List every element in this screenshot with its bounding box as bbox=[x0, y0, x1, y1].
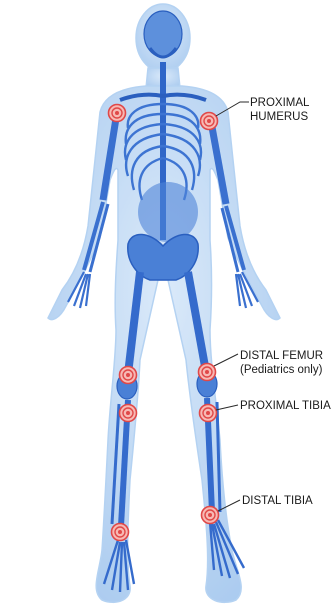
label-distal-femur-line1: DISTAL FEMUR bbox=[240, 350, 323, 362]
abdomen-organs bbox=[138, 182, 198, 242]
target-proximal-humerus-left bbox=[201, 113, 218, 130]
callout-labels: PROXIMAL HUMERUS DISTAL FEMUR (Pediatric… bbox=[240, 97, 331, 507]
label-proximal-humerus-line1: PROXIMAL bbox=[250, 97, 310, 109]
label-proximal-tibia: PROXIMAL TIBIA bbox=[240, 400, 331, 412]
label-distal-femur-line2: (Pediatrics only) bbox=[240, 364, 323, 376]
target-proximal-tibia-left bbox=[200, 405, 217, 422]
target-distal-femur-left bbox=[199, 364, 216, 381]
label-proximal-humerus-line2: HUMERUS bbox=[250, 111, 308, 123]
target-distal-tibia-right bbox=[112, 524, 129, 541]
target-proximal-tibia-right bbox=[120, 405, 137, 422]
leader-distal-femur bbox=[214, 354, 238, 366]
target-distal-tibia-left bbox=[202, 507, 219, 524]
target-distal-femur-right bbox=[120, 367, 137, 384]
target-proximal-humerus-right bbox=[109, 105, 126, 122]
label-distal-tibia: DISTAL TIBIA bbox=[242, 495, 313, 507]
leader-proximal-tibia bbox=[216, 405, 238, 410]
